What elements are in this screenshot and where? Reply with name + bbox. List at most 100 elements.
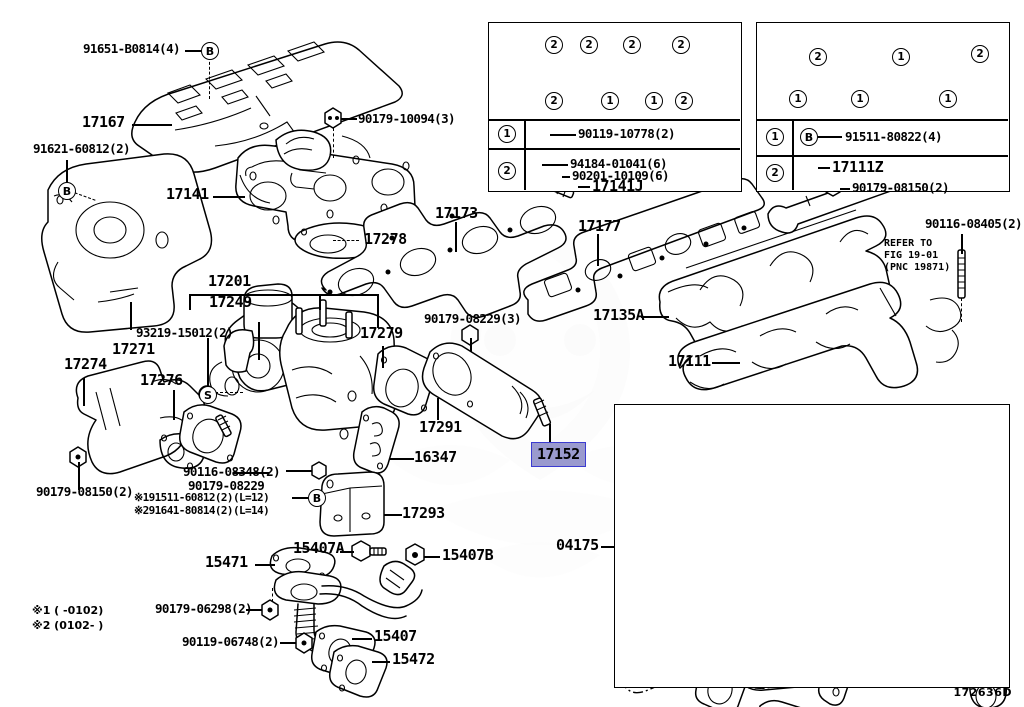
- leader-16347: [390, 458, 414, 460]
- leader-90116-08405-d: [961, 298, 962, 322]
- label-17135A: 17135A: [593, 306, 645, 324]
- inset-right-callout-1c: 1: [851, 90, 869, 108]
- label-90179-08229-3: 90179-08229(3): [424, 311, 522, 326]
- inset-right-callout-2b: 2: [971, 45, 989, 63]
- inset-left-row1-item1: 90119-10778(2): [578, 126, 676, 141]
- leader-17135A: [641, 316, 669, 318]
- inset-right-row2-item1: 17111Z: [832, 158, 884, 176]
- refer-note-line2: FIG 19-01: [884, 250, 939, 261]
- leader-17276: [173, 390, 175, 420]
- leader-90179-06298: [246, 609, 262, 611]
- leader-17177: [597, 234, 599, 266]
- footnote-2: ※2 (0102- ): [32, 619, 104, 632]
- leader-90179-08229-3: [470, 338, 472, 352]
- inset-left-callout-1b: 1: [645, 92, 663, 110]
- inset-left-row1-key: 1: [498, 125, 516, 143]
- bracket-17201-h: [189, 294, 379, 296]
- inset-left-row1-leader: [550, 134, 576, 136]
- inset-left-col-divider: [524, 119, 526, 190]
- label-15407B: 15407B: [442, 546, 494, 564]
- inset-left-row2-item2: 90201-10109(6): [572, 168, 670, 183]
- leader-91621-d: [74, 192, 96, 201]
- inset-right-callout-2a: 2: [809, 48, 827, 66]
- inset-right-divider-1: [756, 119, 1008, 121]
- leader-note: [292, 497, 308, 499]
- label-15472: 15472: [392, 650, 435, 668]
- inset-left-callout-2d: 2: [672, 36, 690, 54]
- inset-left-callout-2a: 2: [545, 36, 563, 54]
- figure-code: 172636D: [953, 686, 1012, 699]
- inset-right-row1-mark-b: B: [800, 128, 818, 146]
- inset-left-row2-item1: 94184-01041(6): [570, 156, 668, 171]
- leader-91651: [209, 57, 210, 99]
- leader-90179-10094: [341, 118, 357, 120]
- label-17276: 17276: [140, 371, 183, 389]
- label-note-2: ※291641-80814(2)(L=14): [134, 504, 270, 517]
- label-note-1: ※191511-60812(2)(L=12): [134, 491, 270, 504]
- label-17279: 17279: [360, 324, 403, 342]
- leader-93219-d: [215, 392, 243, 393]
- leader-17173: [455, 222, 457, 252]
- label-90179-06298: 90179-06298(2): [155, 601, 253, 616]
- leader-15471: [255, 564, 275, 566]
- inset-left-row2-leader3: [578, 186, 590, 188]
- label-17201: 17201: [208, 272, 251, 290]
- mark-s-93219: S: [199, 386, 217, 404]
- leader-17152: [549, 424, 551, 446]
- label-17173: 17173: [435, 204, 478, 222]
- inset-right-callout-1d: 1: [939, 90, 957, 108]
- leader-90179-08229-lower: [286, 470, 312, 472]
- inset-right-row2-key: 2: [766, 164, 784, 182]
- inset-left-callout-1a: 1: [601, 92, 619, 110]
- label-17177: 17177: [578, 217, 621, 235]
- leader-17278: [333, 240, 359, 241]
- inset-right-row2-leader1: [818, 167, 830, 169]
- leader-15407: [352, 638, 372, 640]
- inset-left-callout-2f: 2: [675, 92, 693, 110]
- leader-17141: [213, 196, 245, 198]
- label-93219-15012: 93219-15012(2): [136, 325, 234, 340]
- label-17293: 17293: [402, 504, 445, 522]
- inset-right-row1-item1: 91511-80822(4): [845, 129, 943, 144]
- label-17152-highlighted[interactable]: 17152: [531, 442, 586, 467]
- label-91621-60812: 91621-60812(2): [33, 141, 131, 156]
- leader-91651-h: [185, 50, 201, 52]
- leader-17271: [130, 302, 132, 330]
- label-15407A: 15407A: [293, 539, 345, 557]
- label-17278: 17278: [364, 230, 407, 248]
- bracket-17201-r: [377, 294, 379, 328]
- inset-left-divider-2: [488, 148, 740, 150]
- leader-17111: [712, 362, 740, 364]
- inset-right-callout-1a: 1: [892, 48, 910, 66]
- inset-left-row2-key: 2: [498, 162, 516, 180]
- leader-90179-06298-d: [272, 588, 273, 602]
- leader-17279: [382, 346, 384, 368]
- leader-90116-08348: [233, 472, 269, 474]
- leader-93219: [207, 338, 209, 386]
- inset-left-callout-2e: 2: [545, 92, 563, 110]
- leader-15407A: [340, 551, 354, 553]
- label-04175: 04175: [556, 536, 599, 554]
- leader-15407B: [424, 556, 440, 558]
- leader-90119-06748: [280, 642, 296, 644]
- inset-left-row2-item3: 17141J: [592, 177, 644, 195]
- leader-17291: [437, 398, 439, 420]
- label-15471: 15471: [205, 553, 248, 571]
- leader-17249: [258, 322, 260, 360]
- inset-right-row2-item2: 90179-08150(2): [852, 180, 950, 195]
- label-90116-08348: 90116-08348(2): [183, 464, 281, 479]
- label-17141: 17141: [166, 185, 209, 203]
- mark-b-note: B: [308, 489, 326, 507]
- label-17274: 17274: [64, 355, 107, 373]
- label-90179-10094: 90179-10094(3): [358, 111, 456, 126]
- inset-turbo-assembly: [614, 404, 1010, 688]
- label-17111: 17111: [668, 352, 711, 370]
- leader-17167: [132, 124, 172, 126]
- inset-left-divider-1: [488, 119, 740, 121]
- label-17271: 17271: [112, 340, 155, 358]
- label-16347: 16347: [414, 448, 457, 466]
- leader-15472: [372, 661, 390, 663]
- inset-right-callout-1b: 1: [789, 90, 807, 108]
- mark-b-91621: B: [58, 182, 76, 200]
